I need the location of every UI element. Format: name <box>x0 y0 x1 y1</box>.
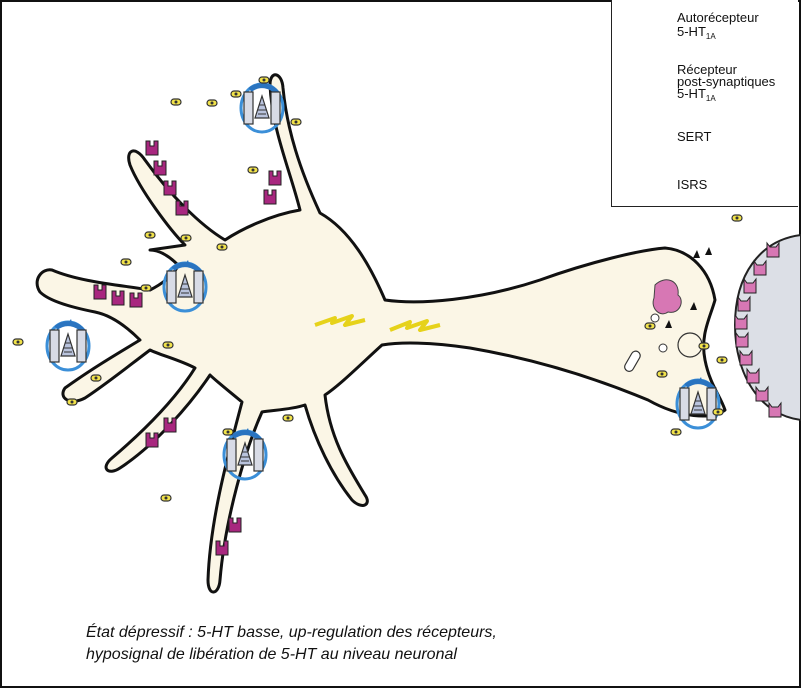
autoreceptor <box>229 518 241 532</box>
serotonin-molecule <box>291 119 301 125</box>
autoreceptor <box>264 190 276 204</box>
vesicle <box>659 344 667 352</box>
sert-transporter <box>47 319 89 370</box>
serotonin-molecule <box>259 77 269 83</box>
caption-line-2: hyposignal de libération de 5-HT au nive… <box>86 644 726 666</box>
serotonin-molecule <box>181 235 191 241</box>
serotonin-molecule <box>223 429 233 435</box>
serotonin-molecule <box>141 285 151 291</box>
caption-line-1: État dépressif : 5-HT basse, up-regulati… <box>86 622 726 644</box>
legend-autoreceptor-label: Autorécepteur 5-HT1A <box>677 11 759 44</box>
serotonin-molecule <box>732 215 742 221</box>
autoreceptor <box>269 171 281 185</box>
serotonin-molecule <box>657 371 667 377</box>
legend-sert-label: SERT <box>677 130 711 144</box>
serotonin-molecule <box>248 167 258 173</box>
serotonin-molecule <box>91 375 101 381</box>
serotonin-molecule <box>121 259 131 265</box>
serotonin-molecule <box>217 244 227 250</box>
serotonin-molecule <box>13 339 23 345</box>
legend-isrs-label: ISRS <box>677 178 707 192</box>
figure-caption: État dépressif : 5-HT basse, up-regulati… <box>86 622 726 666</box>
serotonin-molecule <box>161 495 171 501</box>
serotonin-molecule <box>645 323 655 329</box>
serotonin-molecule <box>171 99 181 105</box>
serotonin-molecule <box>713 409 723 415</box>
serotonin-molecule <box>67 399 77 405</box>
serotonin-molecule <box>145 232 155 238</box>
serotonin-molecule <box>207 100 217 106</box>
serotonin-molecule <box>231 91 241 97</box>
serotonin-molecule <box>671 429 681 435</box>
serotonin-molecule <box>717 357 727 363</box>
serotonin-molecule <box>163 342 173 348</box>
autoreceptor <box>146 141 158 155</box>
autoreceptor <box>164 181 176 195</box>
vesicle-cluster <box>653 280 681 314</box>
vesicle <box>651 314 659 322</box>
legend-postsyn-label: Récepteur post-synaptiques 5-HT1A <box>677 63 775 106</box>
autoreceptor <box>154 161 166 175</box>
serotonin-molecule <box>699 343 709 349</box>
serotonin-molecule <box>283 415 293 421</box>
